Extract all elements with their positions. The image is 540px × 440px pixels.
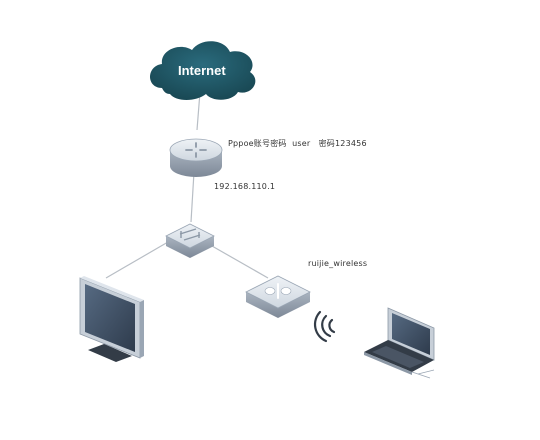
pppoe-user-value: user <box>292 139 311 148</box>
pppoe-credentials: Pppoe账号密码 user 密码123456 <box>228 138 367 149</box>
pppoe-password-value: 密码123456 <box>318 139 367 148</box>
router-icon <box>169 138 223 177</box>
ssid-label: ruijie_wireless <box>308 259 368 268</box>
monitor-icon <box>79 276 144 362</box>
pppoe-account-label: Pppoe账号密码 <box>228 139 287 148</box>
link-internet-router <box>196 91 201 131</box>
wifi-signal-icon <box>313 310 336 343</box>
link-switch-monitor <box>105 241 169 279</box>
laptop-icon <box>364 307 435 379</box>
wireless-ap-icon <box>245 275 311 318</box>
switch-icon <box>165 223 215 258</box>
link-switch-ap <box>211 245 269 279</box>
link-router-switch <box>190 171 195 223</box>
router-ip-label: 192.168.110.1 <box>214 182 276 191</box>
cloud-icon <box>150 41 256 100</box>
connection-lines <box>105 91 269 279</box>
internet-label: Internet <box>178 63 226 78</box>
